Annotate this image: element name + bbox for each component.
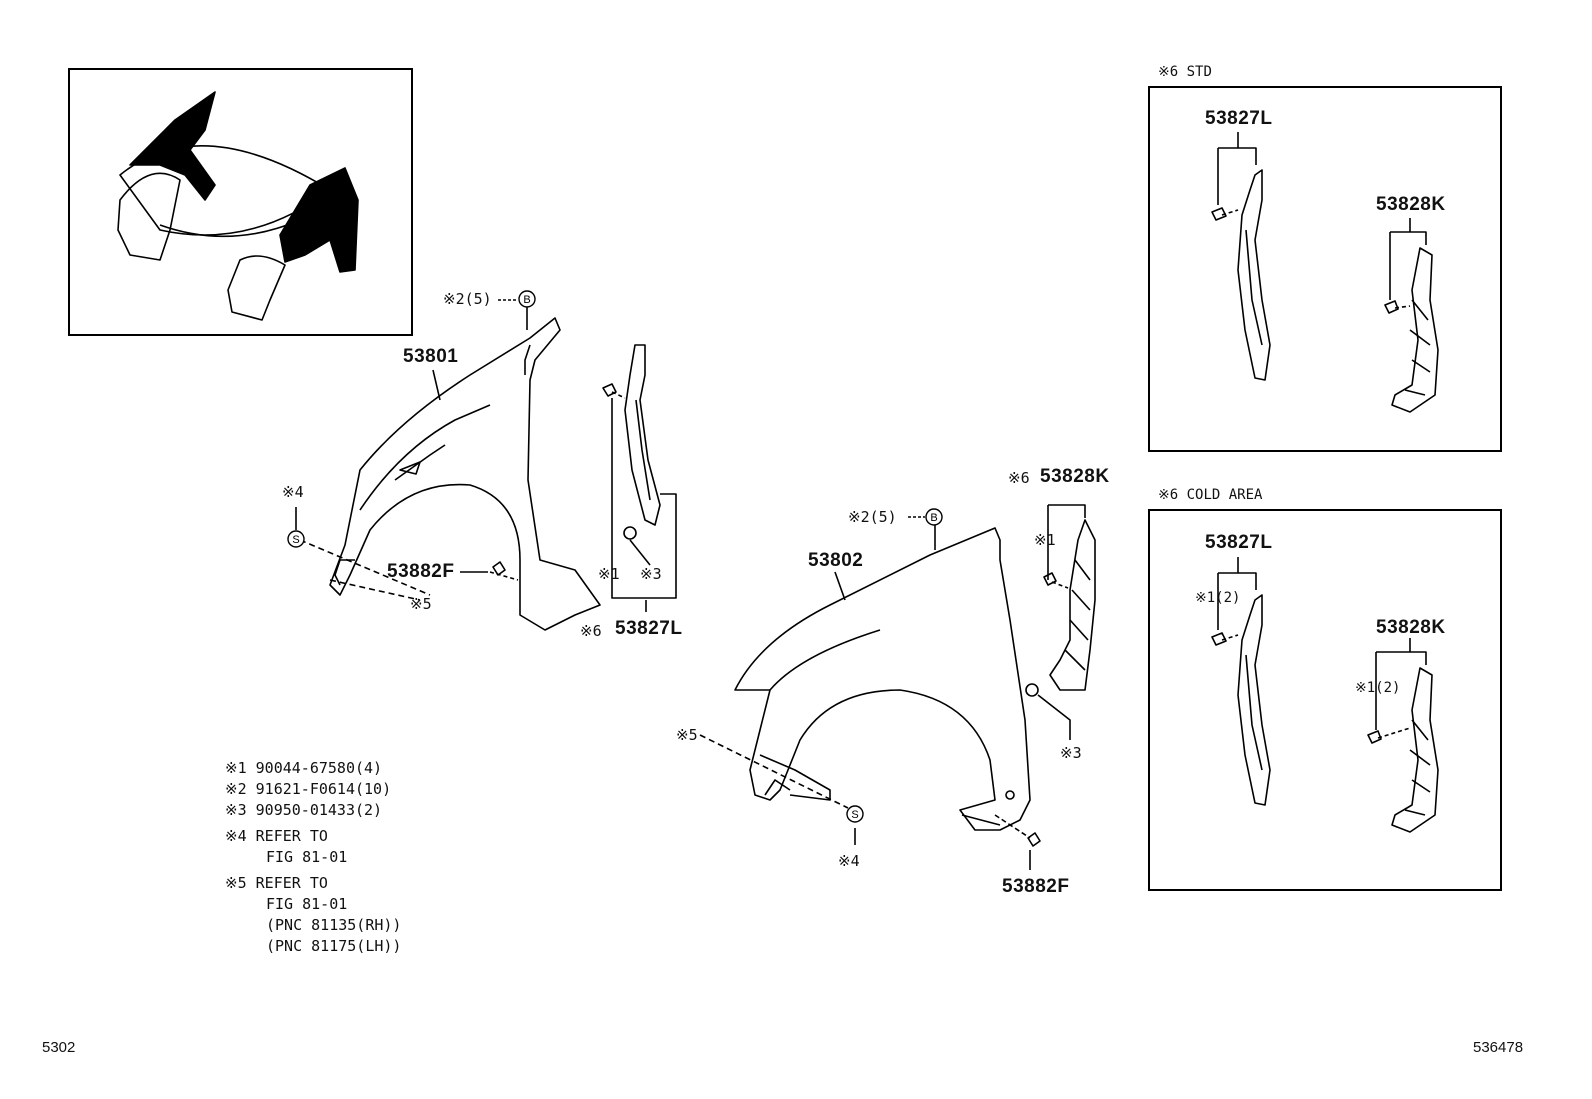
circle-b-right (925, 508, 943, 526)
part-53882F-left[interactable]: 53882F (387, 561, 455, 582)
std-box-title: ※6 STD (1158, 64, 1212, 80)
cold-part-53827L[interactable]: 53827L (1205, 532, 1273, 553)
cold-liner-53827L-drawing (1211, 594, 1271, 806)
note-6-left: ※6 (580, 622, 602, 640)
note-4-left: ※4 (282, 483, 304, 501)
cold-note-a: ※1(2) (1195, 590, 1241, 606)
legend-row: ※4 REFER TO (225, 827, 328, 845)
footer-right: 536478 (1473, 1039, 1524, 1056)
circle-b-left-text: B (523, 294, 530, 306)
legend-row: FIG 81-01 (266, 848, 348, 866)
note-5-left: ※5 (410, 595, 432, 613)
note-6-mid: ※6 (1008, 469, 1030, 487)
cold-part-53828K[interactable]: 53828K (1376, 617, 1446, 638)
legend-row: ※2 91621-F0614(10) (225, 780, 392, 798)
note-2-left: ※2(5) (443, 290, 492, 308)
liner-53827L-left-drawing (602, 344, 661, 540)
circle-s-left-text: S (292, 534, 299, 546)
legend-row: (PNC 81135(RH)) (266, 916, 402, 934)
part-53828K-mid[interactable]: 53828K (1040, 466, 1110, 487)
circle-s-left (287, 530, 305, 548)
part-53882F-right[interactable]: 53882F (1002, 876, 1070, 897)
circle-s-right (846, 805, 864, 823)
legend-row: (PNC 81175(LH)) (266, 937, 402, 955)
circle-s-right-text: S (851, 809, 858, 821)
note-4-right: ※4 (838, 852, 860, 870)
note-3-left: ※3 (640, 565, 662, 583)
cold-box (1148, 509, 1502, 891)
circle-b-right-text: B (930, 512, 937, 524)
std-liner-53827L-drawing (1211, 169, 1271, 381)
cold-note-b: ※1(2) (1355, 680, 1401, 696)
note-5-right: ※5 (676, 726, 698, 744)
std-part-53827L[interactable]: 53827L (1205, 108, 1273, 129)
legend: ※1 90044-67580(4) ※2 91621-F0614(10) ※3 … (225, 758, 401, 957)
fender-53802-drawing (734, 527, 1031, 831)
std-part-53828K[interactable]: 53828K (1376, 194, 1446, 215)
std-liner-53828K-drawing (1384, 247, 1439, 413)
legend-row: ※1 90044-67580(4) (225, 759, 383, 777)
legend-row: FIG 81-01 (266, 895, 348, 913)
part-53827L-left[interactable]: 53827L (615, 618, 683, 639)
part-53802[interactable]: 53802 (808, 550, 864, 571)
part-53801[interactable]: 53801 (403, 346, 459, 367)
legend-row: ※5 REFER TO (225, 874, 328, 892)
overview-box (68, 68, 413, 336)
liner-53828K-mid-drawing (1025, 519, 1096, 697)
overview-fender-illustration (117, 91, 359, 321)
note-2-right: ※2(5) (848, 508, 897, 526)
legend-row: ※3 90950-01433(2) (225, 801, 383, 819)
cold-liner-53828K-drawing (1367, 667, 1439, 833)
note-1-left: ※1 (598, 565, 620, 583)
note-3-mid: ※3 (1060, 744, 1082, 762)
std-box (1148, 86, 1502, 452)
note-1-mid: ※1 (1034, 531, 1056, 549)
cold-box-title: ※6 COLD AREA (1158, 487, 1263, 503)
circle-b-left (518, 290, 536, 308)
fender-53801-drawing (329, 317, 601, 631)
footer-left: 5302 (42, 1039, 76, 1056)
